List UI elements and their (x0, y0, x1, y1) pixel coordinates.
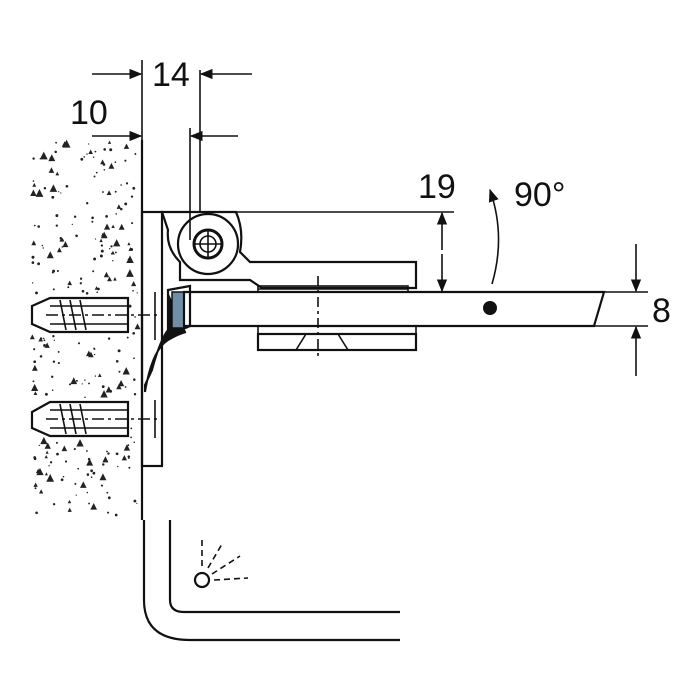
angle-90: 90° (488, 176, 565, 285)
dimension-14-label: 14 (152, 56, 190, 94)
dimension-8-label: 8 (652, 292, 671, 330)
dimension-19-label: 19 (418, 168, 456, 206)
angle-label: 90° (514, 176, 565, 214)
clamp-plate-top (257, 285, 409, 293)
dimension-10-label: 10 (70, 94, 108, 132)
light-bulb-icon (193, 536, 249, 589)
shower-tray (142, 520, 400, 642)
dimension-8: 8 (592, 244, 671, 376)
glass-panel (182, 290, 606, 328)
pivot-pin (176, 212, 240, 276)
dimension-10: 10 (70, 94, 238, 142)
dimension-19: 19 (418, 168, 456, 293)
wall-plate (140, 210, 164, 468)
concrete-wall (29, 139, 144, 520)
hinge-body (160, 70, 454, 290)
clamp-plate-bottom (256, 276, 418, 360)
concrete-texture (29, 139, 141, 517)
